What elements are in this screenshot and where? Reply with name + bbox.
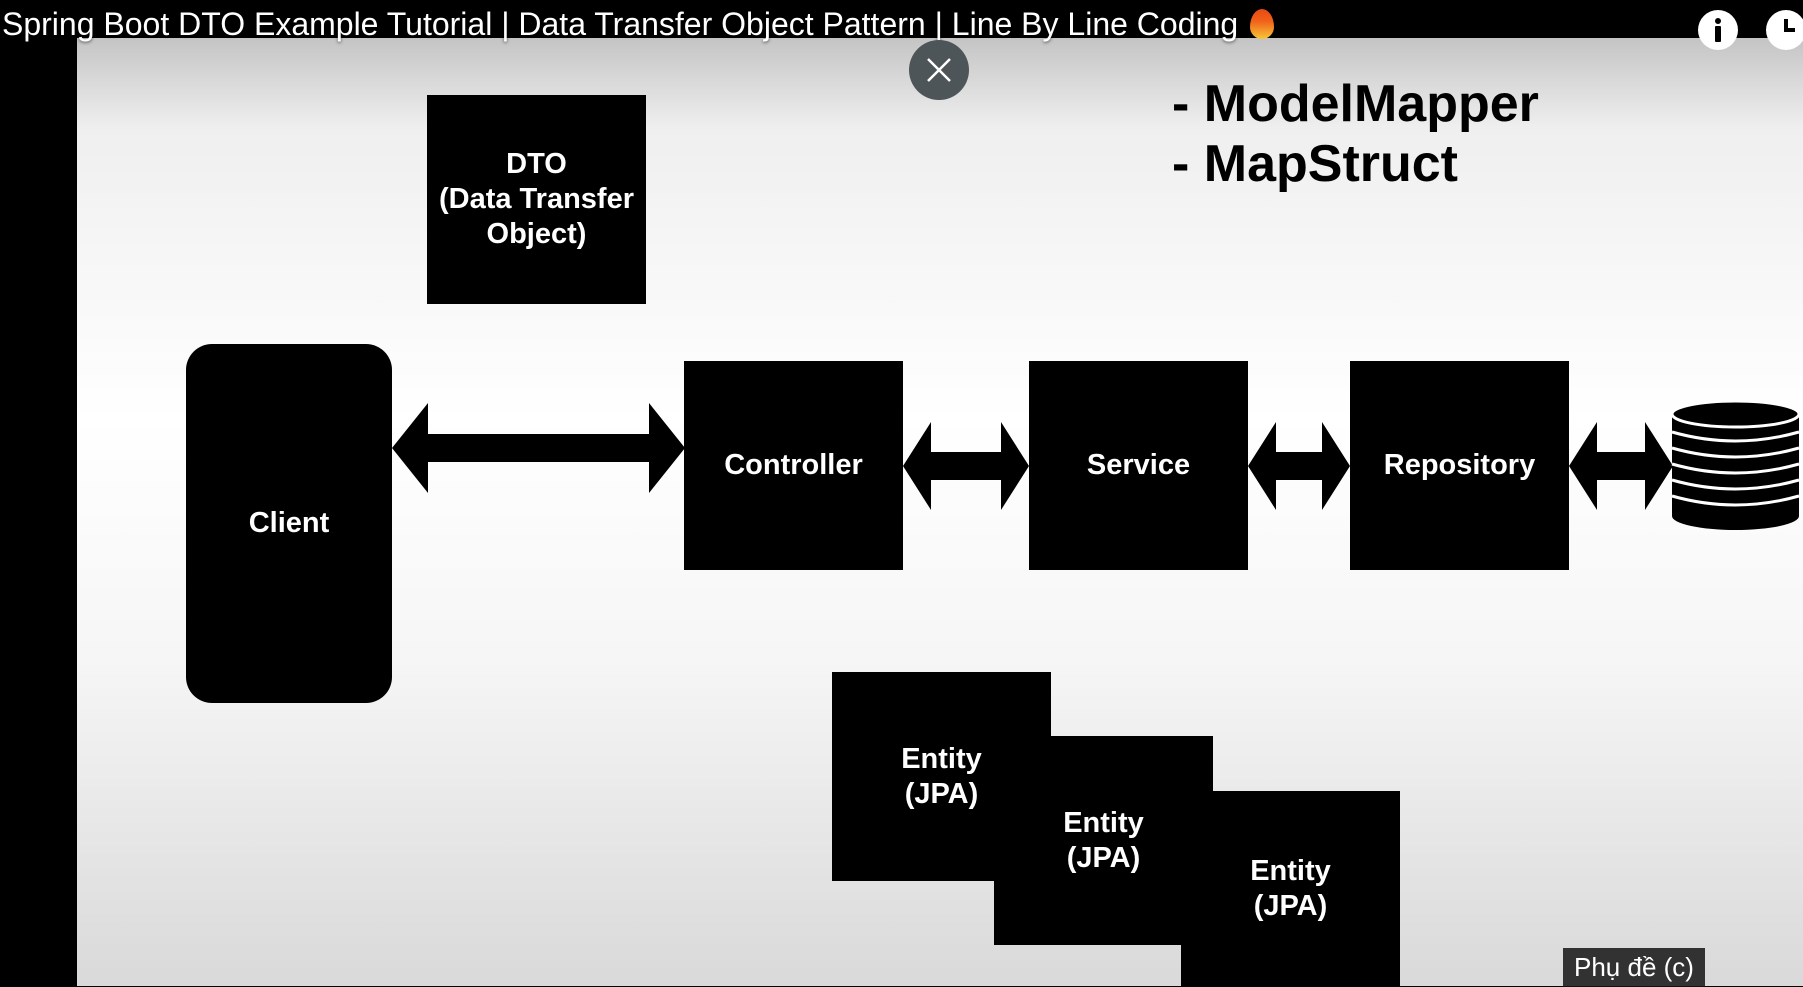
entity-3-subtitle: (JPA): [1253, 889, 1328, 922]
entity-2-title: Entity: [1063, 806, 1144, 839]
entity-box-3: Entity (JPA): [1181, 791, 1400, 986]
clock-icon[interactable]: [1766, 10, 1803, 50]
mapper-item-modelmapper: - ModelMapper: [1172, 75, 1539, 133]
dto-title: DTO: [506, 148, 567, 180]
service-box: Service: [1029, 361, 1248, 570]
client-controller-arrow: [392, 403, 685, 493]
repository-database-arrow: [1569, 422, 1673, 510]
controller-label: Controller: [724, 449, 863, 481]
fire-icon: [1250, 9, 1275, 39]
dto-subtitle-line2: Object): [486, 218, 587, 250]
client-box: Client: [186, 344, 392, 703]
mapper-item-mapstruct: - MapStruct: [1172, 135, 1458, 193]
service-label: Service: [1086, 449, 1191, 481]
video-title-text: Spring Boot DTO Example Tutorial | Data …: [2, 6, 1239, 42]
dto-box: DTO (Data Transfer Object): [427, 95, 646, 304]
entity-box-2: Entity (JPA): [994, 736, 1213, 945]
close-button[interactable]: [909, 40, 969, 100]
repository-label: Repository: [1383, 449, 1536, 481]
subtitles-badge[interactable]: Phụ đề (c): [1563, 948, 1705, 987]
info-icon[interactable]: [1698, 10, 1738, 50]
entity-3-title: Entity: [1250, 854, 1331, 887]
client-label: Client: [248, 507, 330, 539]
dto-subtitle-line1: (Data Transfer: [438, 183, 634, 215]
mapper-list: - ModelMapper - MapStruct: [1172, 74, 1539, 194]
controller-service-arrow: [903, 422, 1029, 510]
entity-1-title: Entity: [901, 742, 982, 775]
video-title[interactable]: Spring Boot DTO Example Tutorial | Data …: [2, 6, 1275, 43]
repository-box: Repository: [1350, 361, 1569, 570]
close-icon: [927, 58, 951, 82]
entity-2-subtitle: (JPA): [1066, 841, 1141, 874]
service-repository-arrow: [1248, 422, 1350, 510]
controller-box: Controller: [684, 361, 903, 570]
database-icon: [1670, 400, 1801, 530]
entity-1-subtitle: (JPA): [904, 777, 979, 810]
